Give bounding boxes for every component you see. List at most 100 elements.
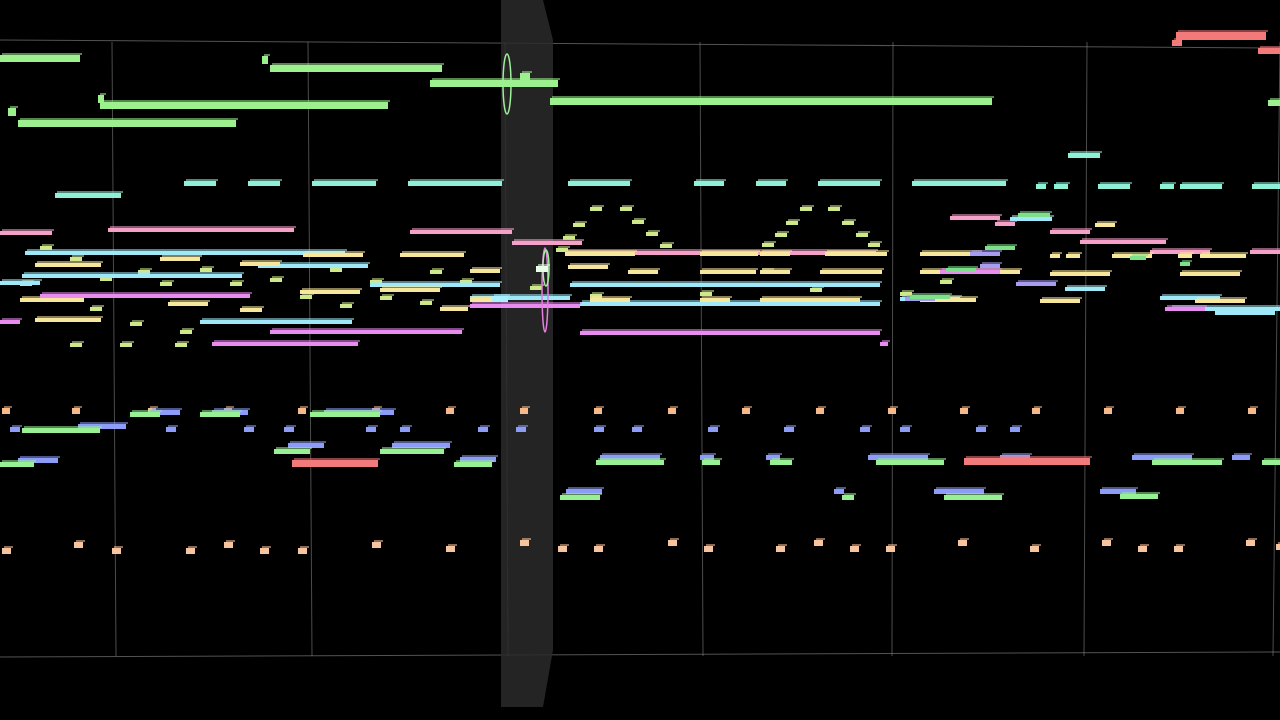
top-note [1172,40,1182,46]
arpeggio-note-edge [942,278,954,280]
arpeggio-note-edge [432,268,444,270]
percussion-note [520,540,529,546]
bass-note-edge [202,410,242,412]
bass-note-edge [568,487,604,489]
harmony-note-edge [1167,305,1207,307]
percussion-note-edge [852,544,861,546]
harmony-note-edge [1068,252,1082,254]
percussion-note-edge [960,538,969,540]
bass-note-edge [966,456,1092,458]
harmony-note [995,222,1015,226]
percussion-note [298,548,307,554]
bass-note [566,489,602,494]
bass-note [860,427,870,432]
arpeggio-note [775,233,787,237]
top-note-edge [1178,30,1268,32]
arpeggio-note [270,278,282,282]
bass-note [284,427,294,432]
percussion-note-edge [816,538,825,540]
percussion-note-edge [74,406,82,408]
percussion-note [1248,408,1256,414]
harmony-note [410,230,512,234]
percussion-note-edge [596,406,604,408]
percussion-note [2,408,10,414]
harmony-note-edge [972,250,1002,252]
melody-note-edge [10,106,18,108]
harmony-note-edge [827,250,889,252]
bass-note [1232,455,1250,460]
harmony-note-edge [1202,252,1248,254]
arpeggio-note [632,220,644,224]
melody-note-edge [102,100,390,102]
harmony-note-edge [1114,252,1154,254]
bass-note [1100,489,1136,494]
harmony-note-edge [1162,294,1222,296]
percussion-note [816,408,824,414]
counter-note [248,181,280,186]
bass-note [292,460,378,467]
bass-note-edge [562,493,602,495]
counter-note-edge [758,179,788,181]
bass-note-edge [12,425,22,427]
harmony-note [1195,299,1245,303]
top-note [1176,32,1266,40]
harmony-note-edge [997,220,1017,222]
arpeggio-note-edge [372,278,384,280]
arpeggio-note-edge [870,241,882,243]
harmony-note [1200,254,1246,258]
arpeggio-note-edge [532,284,544,286]
bass-note-edge [1154,458,1224,460]
counter-note [818,181,880,186]
counter-note-edge [1056,182,1070,184]
harmony-note-edge [1052,270,1112,272]
percussion-note [1138,546,1147,552]
harmony-note [910,295,950,299]
grid-bar-line [699,41,704,657]
harmony-note [760,270,790,274]
harmony-note [970,252,1000,256]
bass-note-edge [862,425,872,427]
harmony-note-edge [1097,221,1117,223]
bass-note [1010,427,1020,432]
percussion-note-edge [818,406,826,408]
bass-note [1152,460,1222,465]
harmony-note-edge [630,268,660,270]
bass-note [454,462,492,467]
bass-note-edge [602,453,662,455]
percussion-note-edge [1248,538,1257,540]
harmony-note-edge [762,296,862,298]
harmony-note [20,298,84,302]
harmony-note [512,241,582,245]
percussion-note-edge [1140,544,1149,546]
bass-note [560,495,600,500]
harmony-note-edge [1217,309,1277,311]
counter-note-edge [1038,182,1048,184]
arpeggio-note-edge [140,268,152,270]
percussion-note [1102,540,1111,546]
counter-note [1068,153,1100,158]
bass-note-edge [1264,458,1280,460]
bass-note-edge [772,458,794,460]
harmony-note-edge [402,251,466,253]
harmony-note [1180,272,1240,276]
active-note [492,296,508,302]
harmony-note [920,252,980,256]
arpeggio-note-edge [592,205,604,207]
arpeggio-note-edge [830,205,842,207]
bass-note [244,427,254,432]
harmony-note-edge [948,266,978,268]
harmony-note [985,246,1015,250]
percussion-note-edge [778,544,787,546]
bass-note [700,455,714,460]
bass-note-edge [702,453,716,455]
percussion-note [704,546,713,552]
bass-note-edge [936,487,986,489]
harmony-note [470,298,500,302]
harmony-note [700,298,730,302]
bass-note-edge [978,425,988,427]
counter-note [1036,184,1046,189]
bass-note [632,427,642,432]
harmony-note-edge [582,300,882,302]
percussion-note-edge [300,406,308,408]
harmony-note [1130,256,1146,260]
